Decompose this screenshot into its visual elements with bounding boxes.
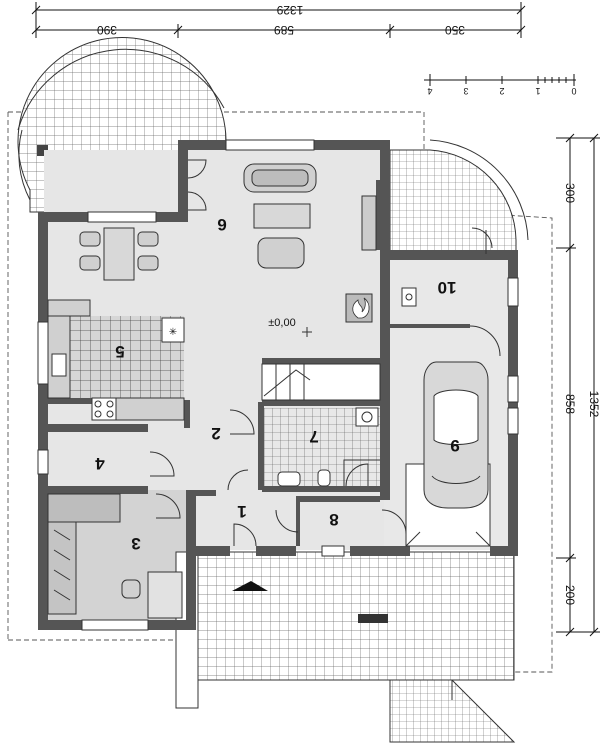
dining-table (103, 227, 135, 281)
fridge (161, 317, 185, 343)
room-label-5: 5 (115, 342, 124, 361)
right-segment-dimension: 350 (445, 23, 465, 37)
room-label-6: 6 (217, 215, 226, 234)
chair (121, 579, 141, 599)
scale-label-2: 2 (499, 86, 504, 96)
entrance-arrow (232, 581, 268, 591)
scale-label-1: 1 (535, 86, 540, 96)
room-label-7: 7 (309, 427, 318, 446)
garage-window-1 (507, 375, 519, 403)
front-terrace (175, 551, 516, 743)
dining-window (87, 211, 157, 223)
bath-sink (355, 407, 379, 427)
right-total-dimension: 1352 (587, 391, 601, 418)
stairs (261, 363, 381, 401)
room-label-3: 3 (131, 534, 140, 553)
fireplace-icon (352, 297, 370, 319)
cabinet (361, 195, 377, 251)
room-label-4: 4 (95, 454, 105, 473)
storage-floor (44, 428, 168, 486)
garage-contents (401, 287, 491, 547)
room-label-2: 2 (211, 424, 220, 443)
level-cross (302, 327, 312, 337)
desk (147, 571, 183, 619)
total-width-dimension: 1329 (276, 3, 303, 17)
bathroom-fixtures (277, 407, 380, 487)
kitchen-window (37, 321, 49, 385)
sink (51, 353, 67, 377)
level-mark: ±0,00 (268, 317, 295, 329)
right-mid-dimension: 858 (563, 394, 577, 414)
room10-window (507, 277, 519, 307)
storage-window (37, 449, 49, 475)
room-label-9: 9 (450, 436, 459, 455)
armchair (257, 237, 305, 269)
living-window (225, 139, 315, 151)
room-label-1: 1 (237, 502, 246, 521)
right-bottom-dimension: 200 (563, 585, 577, 605)
bath-basin (277, 471, 301, 487)
room-label-10: 10 (438, 278, 457, 297)
toilet (317, 469, 331, 487)
scale-label-0: 0 (571, 86, 576, 96)
bed-head (47, 493, 121, 523)
right-dimensions (556, 133, 600, 637)
dining-furniture (79, 227, 159, 281)
room-label-8: 8 (329, 510, 338, 529)
svg-text:✳: ✳ (169, 327, 177, 338)
doors (149, 159, 501, 547)
terrace-post (37, 145, 48, 156)
garage-window-2 (507, 407, 519, 435)
middle-segment-dimension: 589 (274, 23, 294, 37)
left-segment-dimension: 390 (97, 23, 117, 37)
boiler (401, 287, 417, 307)
top-dimensions (31, 2, 526, 38)
bedroom-window (81, 619, 149, 631)
coffee-table (253, 203, 311, 229)
bedroom-furniture (47, 493, 183, 619)
right-top-dimension: 300 (563, 183, 577, 203)
bed (47, 521, 77, 615)
drain-grate (358, 614, 388, 623)
kitchen-furniture: ✳ (47, 299, 185, 421)
room-labels: 1 2 3 4 5 6 7 8 9 10 (95, 215, 460, 553)
windows (37, 139, 519, 631)
room8-window (321, 545, 345, 557)
stove (91, 397, 117, 421)
scale-label-4: 4 (427, 86, 432, 96)
garage-terrace (389, 139, 529, 253)
scale-label-3: 3 (463, 86, 468, 96)
scale-bar (424, 74, 576, 86)
